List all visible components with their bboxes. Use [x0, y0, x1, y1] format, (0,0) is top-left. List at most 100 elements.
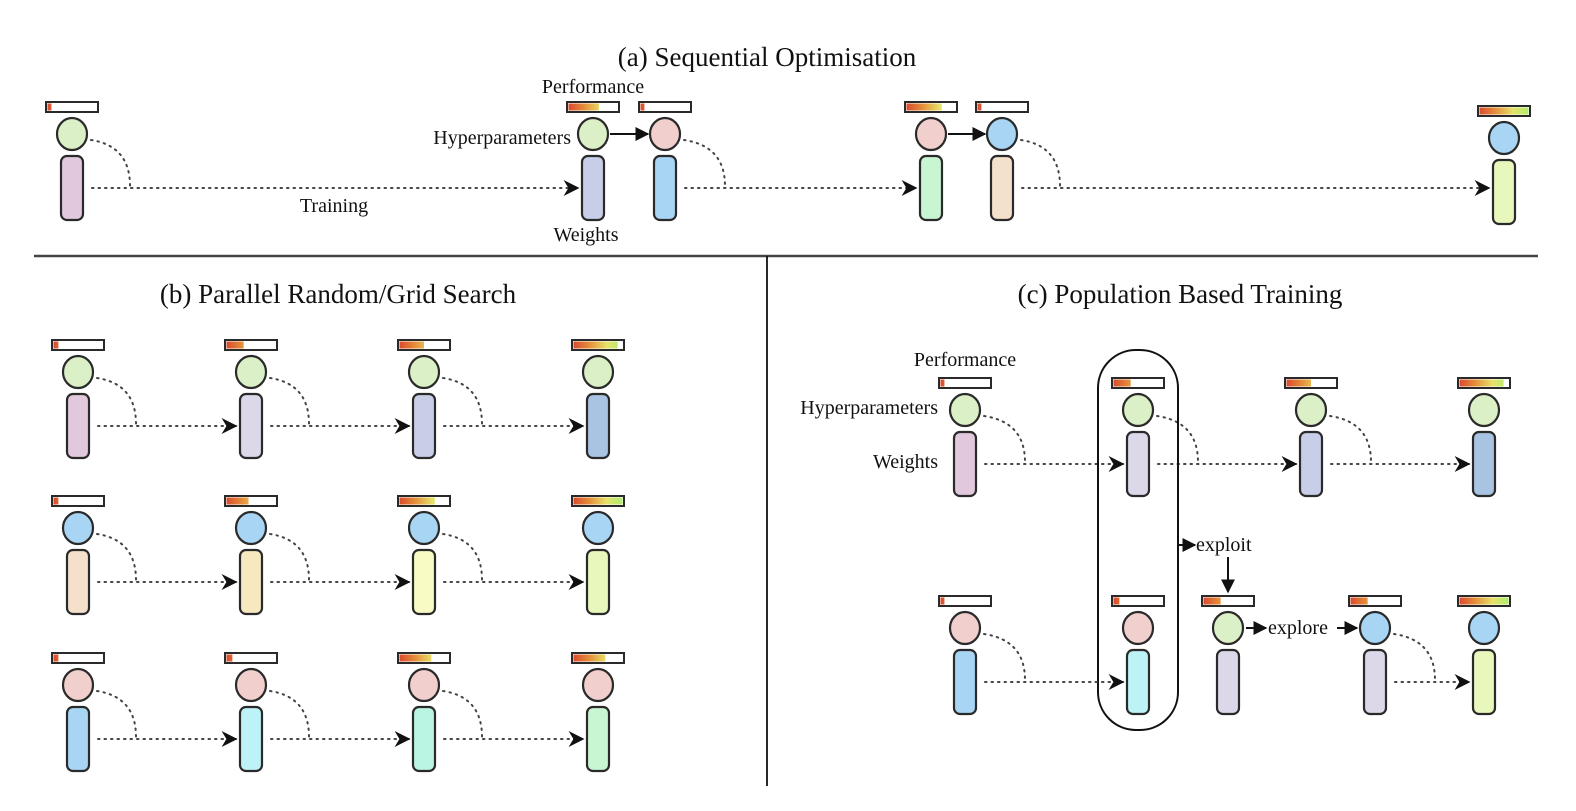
hyperparameter-influence-curve — [90, 139, 131, 187]
hyperparameters-circle — [61, 354, 95, 390]
performance-bar-fill — [399, 497, 435, 505]
weights-block — [411, 548, 437, 616]
population-member — [975, 101, 1029, 222]
label-performance-a: Performance — [542, 76, 644, 98]
hyperparameter-influence-curve — [1020, 139, 1061, 187]
performance-bar-frame — [51, 495, 105, 507]
hyperparameters-circle — [55, 116, 89, 152]
title-sequential-optimisation: (a) Sequential Optimisation — [618, 42, 917, 72]
hyperparameters-circle — [1467, 610, 1501, 646]
hyperparameters-circle — [576, 116, 610, 152]
population-member — [51, 339, 105, 460]
performance-bar — [571, 652, 625, 664]
weights-block — [585, 705, 611, 773]
performance-bar — [397, 339, 451, 351]
weights-block — [952, 430, 978, 498]
performance-bar — [904, 101, 958, 113]
hyperparameter-influence-curve — [983, 633, 1026, 681]
performance-bar — [1477, 105, 1531, 117]
performance-bar — [938, 595, 992, 607]
performance-bar-fill — [53, 341, 59, 349]
hyperparameter-influence-curve — [1329, 415, 1372, 463]
hyperparameters-circle — [234, 510, 268, 546]
hyperparameters-circle — [407, 667, 441, 703]
hyperparameters-circle — [234, 354, 268, 390]
weights-block — [59, 154, 85, 222]
performance-bar-fill — [573, 341, 618, 349]
population-member — [397, 339, 451, 460]
label-weights-c: Weights — [873, 451, 938, 473]
performance-bar — [45, 101, 99, 113]
performance-bar — [224, 339, 278, 351]
performance-bar-frame — [51, 339, 105, 351]
hyperparameter-influence-curve — [983, 415, 1026, 463]
weights-block — [585, 548, 611, 616]
weights-block — [238, 548, 264, 616]
population-member — [938, 595, 992, 716]
weights-block — [238, 705, 264, 773]
performance-bar — [1457, 377, 1511, 389]
population-member — [397, 495, 451, 616]
hyperparameters-circle — [948, 610, 982, 646]
performance-bar-frame — [224, 495, 278, 507]
performance-bar-frame — [224, 339, 278, 351]
hyperparameters-circle — [1358, 610, 1392, 646]
performance-bar-fill — [568, 103, 599, 111]
hyperparameters-circle — [61, 667, 95, 703]
performance-bar — [224, 652, 278, 664]
population-member — [51, 652, 105, 773]
performance-bar-fill — [1286, 379, 1311, 387]
hyperparameters-circle — [581, 354, 615, 390]
label-hyperparameters-c: Hyperparameters — [800, 397, 938, 419]
hyperparameter-influence-curve — [269, 377, 310, 425]
hyperparameters-circle — [234, 667, 268, 703]
performance-bar-fill — [1479, 107, 1529, 115]
label-exploit: exploit — [1196, 534, 1252, 556]
hyperparameter-influence-curve — [96, 377, 137, 425]
performance-bar-fill — [226, 654, 233, 662]
population-member — [1111, 595, 1165, 716]
population-member — [1284, 377, 1338, 498]
hyperparameters-circle — [648, 116, 682, 152]
population-member — [566, 101, 620, 222]
performance-bar-fill — [977, 103, 982, 111]
population-member — [1457, 595, 1511, 716]
population-member — [1201, 595, 1255, 716]
performance-bar — [397, 652, 451, 664]
performance-bar-fill — [53, 497, 59, 505]
performance-bar-fill — [573, 654, 606, 662]
weights-block — [952, 648, 978, 716]
performance-bar-fill — [1113, 597, 1120, 605]
hyperparameter-influence-curve — [96, 533, 137, 581]
label-weights-a: Weights — [553, 224, 618, 246]
population-member — [397, 652, 451, 773]
performance-bar-fill — [906, 103, 942, 111]
weights-block — [652, 154, 678, 222]
performance-bar-fill — [940, 379, 945, 387]
performance-bar-fill — [1113, 379, 1131, 387]
weights-block — [1298, 430, 1324, 498]
label-explore: explore — [1268, 617, 1328, 639]
hyperparameter-influence-curve — [442, 533, 483, 581]
performance-bar-frame — [51, 652, 105, 664]
weights-block — [989, 154, 1015, 222]
weights-block — [1215, 648, 1241, 716]
performance-bar-fill — [399, 341, 424, 349]
hyperparameters-circle — [1121, 610, 1155, 646]
weights-block — [1471, 648, 1497, 716]
weights-block — [1491, 158, 1517, 226]
hyperparameters-circle — [985, 116, 1019, 152]
performance-bar — [397, 495, 451, 507]
performance-bar — [566, 101, 620, 113]
weights-block — [918, 154, 944, 222]
performance-bar-frame — [938, 595, 992, 607]
hyperparameters-circle — [1467, 392, 1501, 428]
weights-block — [411, 392, 437, 460]
population-member — [45, 101, 99, 222]
performance-bar — [1201, 595, 1255, 607]
hyperparameters-circle — [914, 116, 948, 152]
population-member — [571, 339, 625, 460]
label-hyperparameters-a: Hyperparameters — [433, 127, 571, 149]
hyperparameters-circle — [61, 510, 95, 546]
weights-block — [580, 154, 606, 222]
